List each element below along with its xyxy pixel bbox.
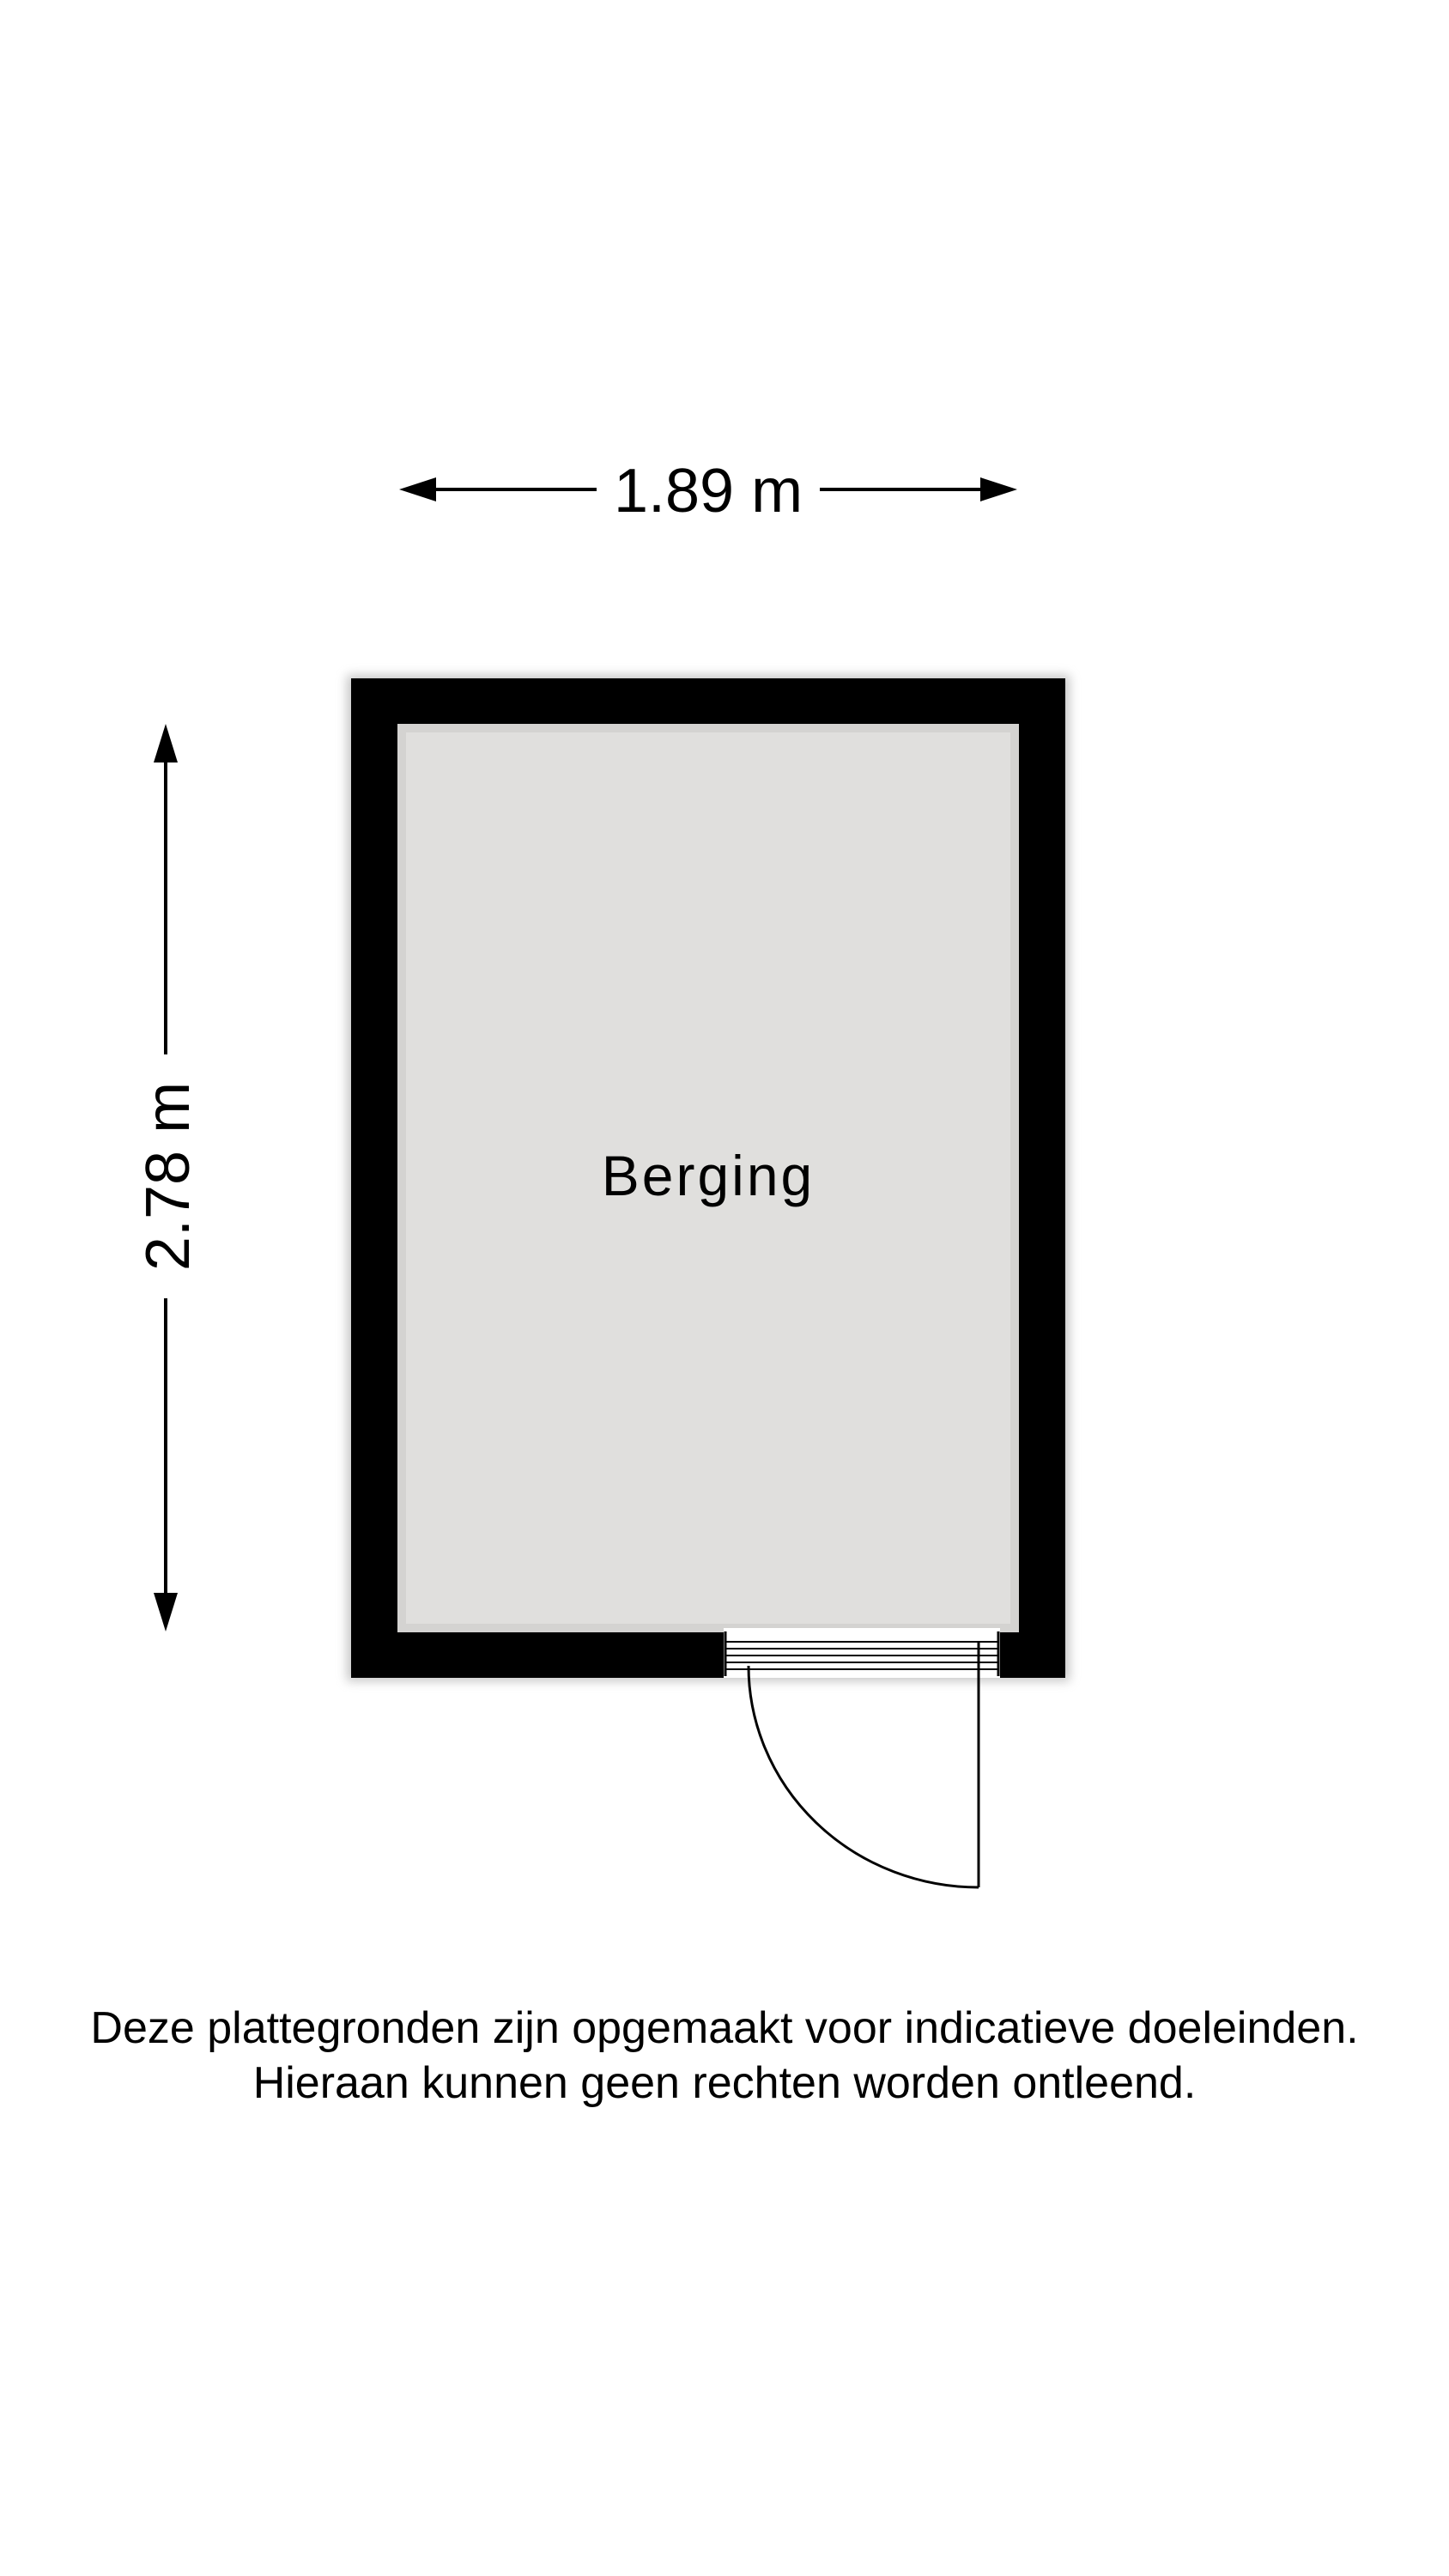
width-arrow-left-icon xyxy=(399,477,436,501)
room-floor-inner-shade xyxy=(397,724,1019,1632)
width-dimension: 1.89 m xyxy=(399,457,1017,526)
height-dimension-label: 2.78 m xyxy=(134,1082,203,1271)
height-arrow-bottom-icon xyxy=(154,1593,178,1631)
door-swing-arc xyxy=(747,1665,979,1889)
disclaimer-line-2: Hieraan kunnen geen rechten worden ontle… xyxy=(252,2058,1197,2108)
door xyxy=(724,1628,1000,1889)
disclaimer: Deze plattegronden zijn opgemaakt voor i… xyxy=(0,2001,1449,2111)
room-floor xyxy=(402,728,1015,1628)
width-dimension-label: 1.89 m xyxy=(614,457,803,526)
disclaimer-line-1: Deze plattegronden zijn opgemaakt voor i… xyxy=(90,2003,1359,2053)
height-arrow-top-icon xyxy=(154,724,178,762)
room-label-berging: Berging xyxy=(602,1144,815,1207)
door-opening xyxy=(724,1628,1000,1678)
width-arrow-right-icon xyxy=(980,477,1017,501)
height-dimension: 2.78 m xyxy=(134,724,203,1631)
